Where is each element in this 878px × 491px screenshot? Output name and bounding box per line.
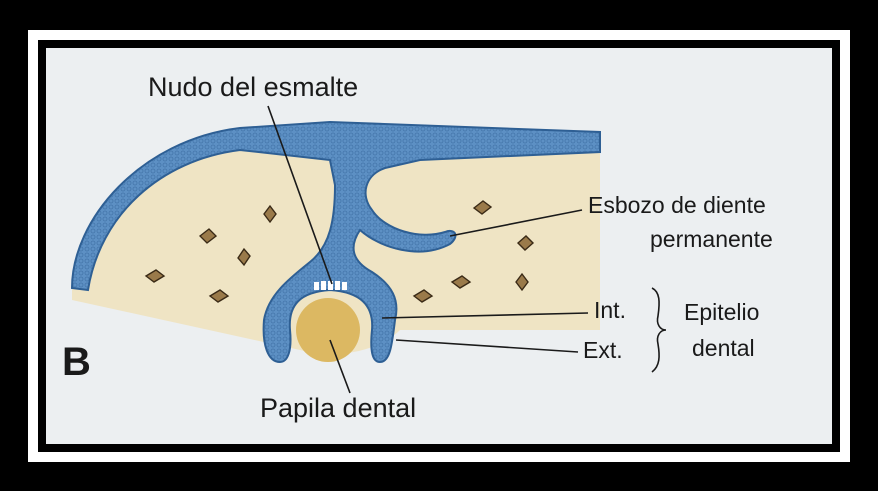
- label-epithelium-line2: dental: [692, 337, 755, 360]
- label-inner: Int.: [594, 299, 626, 322]
- label-papilla: Papila dental: [260, 395, 416, 422]
- label-enamel-knot: Nudo del esmalte: [148, 74, 358, 101]
- label-permanent-bud-line1: Esbozo de diente: [588, 194, 766, 217]
- label-outer: Ext.: [583, 339, 623, 362]
- dental-papilla: [296, 298, 360, 362]
- panel-letter: B: [62, 342, 91, 382]
- label-epithelium-line1: Epitelio: [684, 301, 759, 324]
- enamel-knot: [314, 281, 347, 290]
- label-permanent-bud-line2: permanente: [650, 228, 773, 251]
